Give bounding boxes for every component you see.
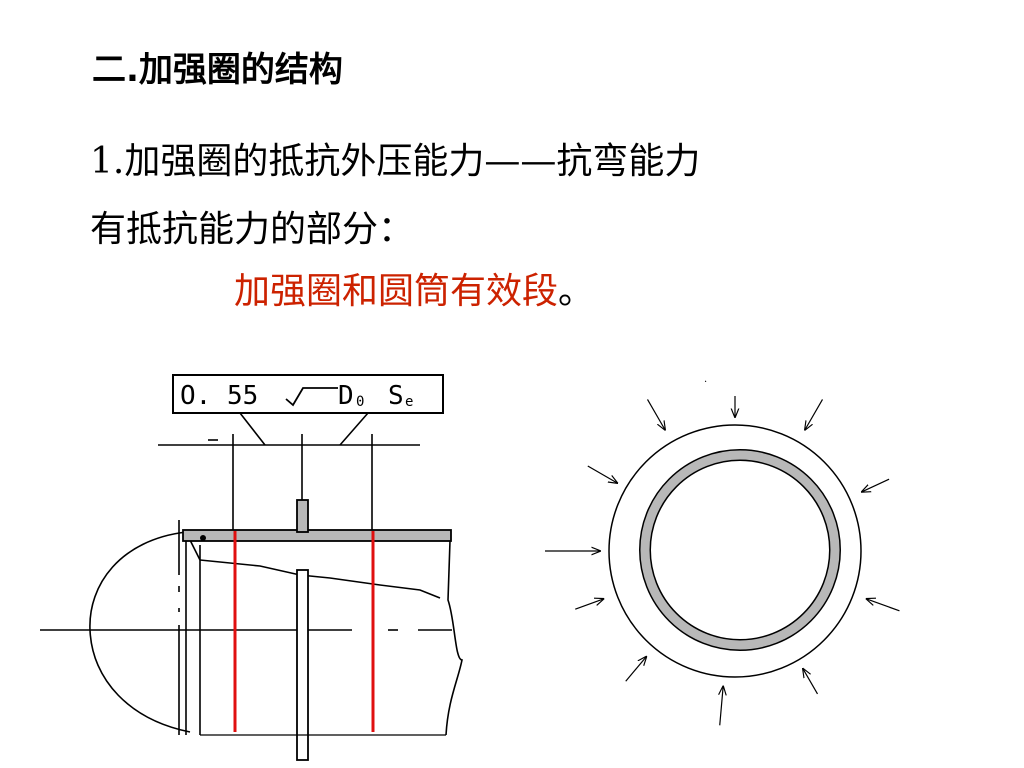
pressure-arrow <box>720 686 723 726</box>
text-line-3: 加强圈和圆筒有效段。 <box>234 262 594 314</box>
leader-line <box>339 412 369 446</box>
top-mark: . <box>704 374 707 385</box>
pressure-arrow <box>862 478 890 492</box>
pressure-arrow <box>625 657 647 682</box>
pressure-arrow <box>646 399 666 429</box>
sqrt-sign <box>285 387 338 407</box>
shell-outer-circle <box>608 424 862 678</box>
formula-s-subscript: e <box>405 394 413 410</box>
pressure-arrow <box>803 669 819 695</box>
leader-line <box>239 412 266 446</box>
dished-head <box>89 531 191 733</box>
ring-web <box>296 499 309 533</box>
pressure-arrow <box>805 399 824 429</box>
pressure-arrow <box>867 599 900 612</box>
formula-box <box>172 374 444 414</box>
formula-coefficient: O. 55 <box>180 381 258 411</box>
pressure-arrow <box>575 599 603 610</box>
text-line-2: 有抵抗能力的部分： <box>90 209 415 250</box>
formula-d-subscript: 0 <box>356 394 364 410</box>
formula-d: D <box>338 381 354 411</box>
pressure-arrow <box>587 465 617 483</box>
pressure-arrows <box>545 396 900 726</box>
highlight-text: 加强圈和圆筒有效段 <box>234 271 559 312</box>
shell-plate <box>182 529 452 542</box>
stiffening-ring-band <box>640 450 840 650</box>
text-suffix: 。 <box>558 271 595 312</box>
break-contour <box>445 540 463 736</box>
text-line-1: 1.加强圈的抵抗外压能力——抗弯能力 <box>90 141 701 182</box>
break-line <box>199 559 441 599</box>
ring-stem <box>296 569 309 761</box>
slide-title: 二.加强圈的结构 <box>92 50 343 90</box>
weld-marker <box>200 535 206 541</box>
formula-s: S <box>388 381 404 411</box>
